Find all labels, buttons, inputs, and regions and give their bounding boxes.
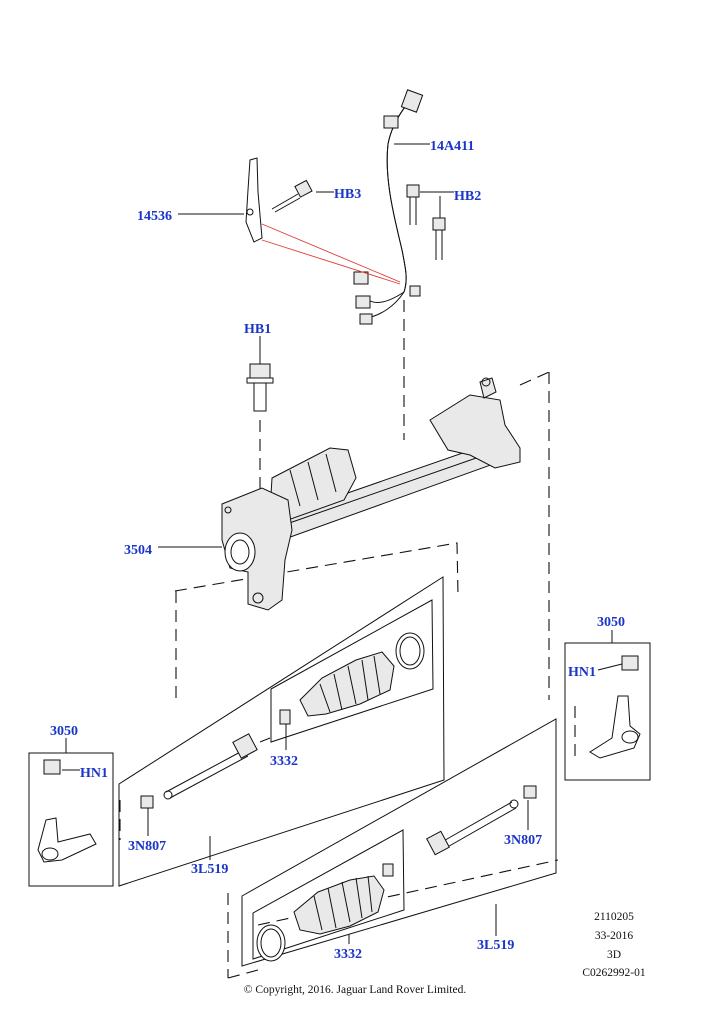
drawing-metadata: 2110205 33-2016 3D C0262992-01 xyxy=(582,911,646,979)
wiring-harness-14a411 xyxy=(353,89,424,325)
steering-rack-3504 xyxy=(221,377,521,611)
leader-lines xyxy=(62,143,623,944)
bolt-hb1 xyxy=(246,363,274,412)
right-tie-rod-end-box xyxy=(564,642,651,781)
tie-rod-end-left-3050 xyxy=(37,759,97,863)
solid-assembly-outlines xyxy=(28,576,651,967)
left-tie-rod-end-box xyxy=(28,752,114,887)
nut-3n807-right xyxy=(523,785,537,799)
callout-3050-right: 3050 xyxy=(597,615,625,630)
callout-3050-left: 3050 xyxy=(50,724,78,739)
meta-line-1: 2110205 xyxy=(594,911,634,923)
callout-hn1-left: HN1 xyxy=(80,766,108,781)
meta-line-4: C0262992-01 xyxy=(582,967,646,979)
harness-routing-markers xyxy=(261,223,401,285)
bolt-hb3 xyxy=(271,179,313,213)
callout-hb3: HB3 xyxy=(334,187,361,202)
callout-14a411: 14A411 xyxy=(430,139,474,154)
callout-14536: 14536 xyxy=(137,209,172,224)
tie-rod-right-3l519 xyxy=(426,799,519,856)
meta-line-2: 33-2016 xyxy=(595,930,634,942)
callout-hb2: HB2 xyxy=(454,189,481,204)
callout-3n807-right: 3N807 xyxy=(504,833,542,848)
callout-hb1: HB1 xyxy=(244,322,271,337)
callout-3l519-right: 3L519 xyxy=(477,938,514,953)
tie-rod-end-right-3050 xyxy=(589,655,641,759)
dashed-assembly-outlines xyxy=(119,300,576,979)
steering-boot-lower-3332 xyxy=(256,863,394,962)
callout-hn1-right: HN1 xyxy=(568,665,596,680)
bolt-hb2-lower xyxy=(432,217,446,260)
copyright-notice: © Copyright, 2016. Jaguar Land Rover Lim… xyxy=(244,984,467,996)
bolt-hb2-upper xyxy=(406,184,420,225)
callout-3332-upper: 3332 xyxy=(270,754,298,769)
nut-3n807-left xyxy=(140,795,154,809)
callout-3l519-left: 3L519 xyxy=(191,862,228,877)
steering-boot-upper-3332 xyxy=(279,632,425,725)
callout-3332-lower: 3332 xyxy=(334,947,362,962)
callout-labels: HB3 14A411 HB2 14536 HB1 3504 3050 HN1 3… xyxy=(50,139,625,962)
tie-rod-left-3l519 xyxy=(163,733,271,800)
callout-3504: 3504 xyxy=(124,543,152,558)
bracket-14536 xyxy=(245,157,263,243)
callout-3n807-left: 3N807 xyxy=(128,839,166,854)
meta-line-3: 3D xyxy=(607,949,621,961)
